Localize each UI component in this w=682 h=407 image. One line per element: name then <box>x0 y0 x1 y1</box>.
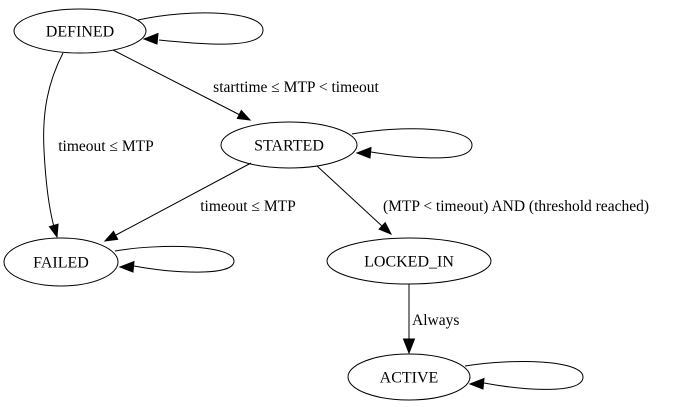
edge-started-failed <box>103 162 252 242</box>
self-loop-started <box>351 128 473 159</box>
arrowhead-icon <box>468 377 485 390</box>
arrowhead-icon <box>402 338 416 355</box>
arrowhead-icon <box>118 260 135 273</box>
state-label-started: STARTED <box>254 138 324 155</box>
state-node-started: STARTED <box>220 121 358 169</box>
arrowhead-icon <box>103 230 119 242</box>
arrowhead-icon <box>236 109 252 121</box>
arrowhead-icon <box>48 223 59 239</box>
state-node-defined: DEFINED <box>13 8 147 54</box>
state-label-locked-in: LOCKED_IN <box>364 254 454 271</box>
self-loop-failed <box>114 245 235 273</box>
edge-lockedin-active <box>402 284 416 355</box>
arrowhead-icon <box>142 32 159 45</box>
state-node-failed: FAILED <box>3 237 119 287</box>
state-label-defined: DEFINED <box>46 24 114 41</box>
self-loop-active <box>464 361 584 390</box>
edge-label-lockedin-active: Always <box>412 312 459 329</box>
edge-label-defined-started: starttime ≤ MTP < timeout <box>213 79 379 96</box>
state-label-failed: FAILED <box>33 255 89 272</box>
edge-label-defined-failed: timeout ≤ MTP <box>58 138 153 155</box>
edge-label-started-failed: timeout ≤ MTP <box>200 198 295 215</box>
arrowhead-icon <box>378 221 393 235</box>
self-loop-defined <box>137 12 264 45</box>
edge-defined-failed <box>43 52 64 239</box>
state-node-active: ACTIVE <box>347 353 471 401</box>
state-node-locked-in: LOCKED_IN <box>326 237 492 285</box>
edge-started-lockedin <box>316 165 393 235</box>
arrowhead-icon <box>355 146 372 159</box>
edge-defined-started <box>112 49 252 121</box>
state-label-active: ACTIVE <box>380 370 439 387</box>
edge-label-started-lockedin: (MTP < timeout) AND (threshold reached) <box>383 198 649 215</box>
